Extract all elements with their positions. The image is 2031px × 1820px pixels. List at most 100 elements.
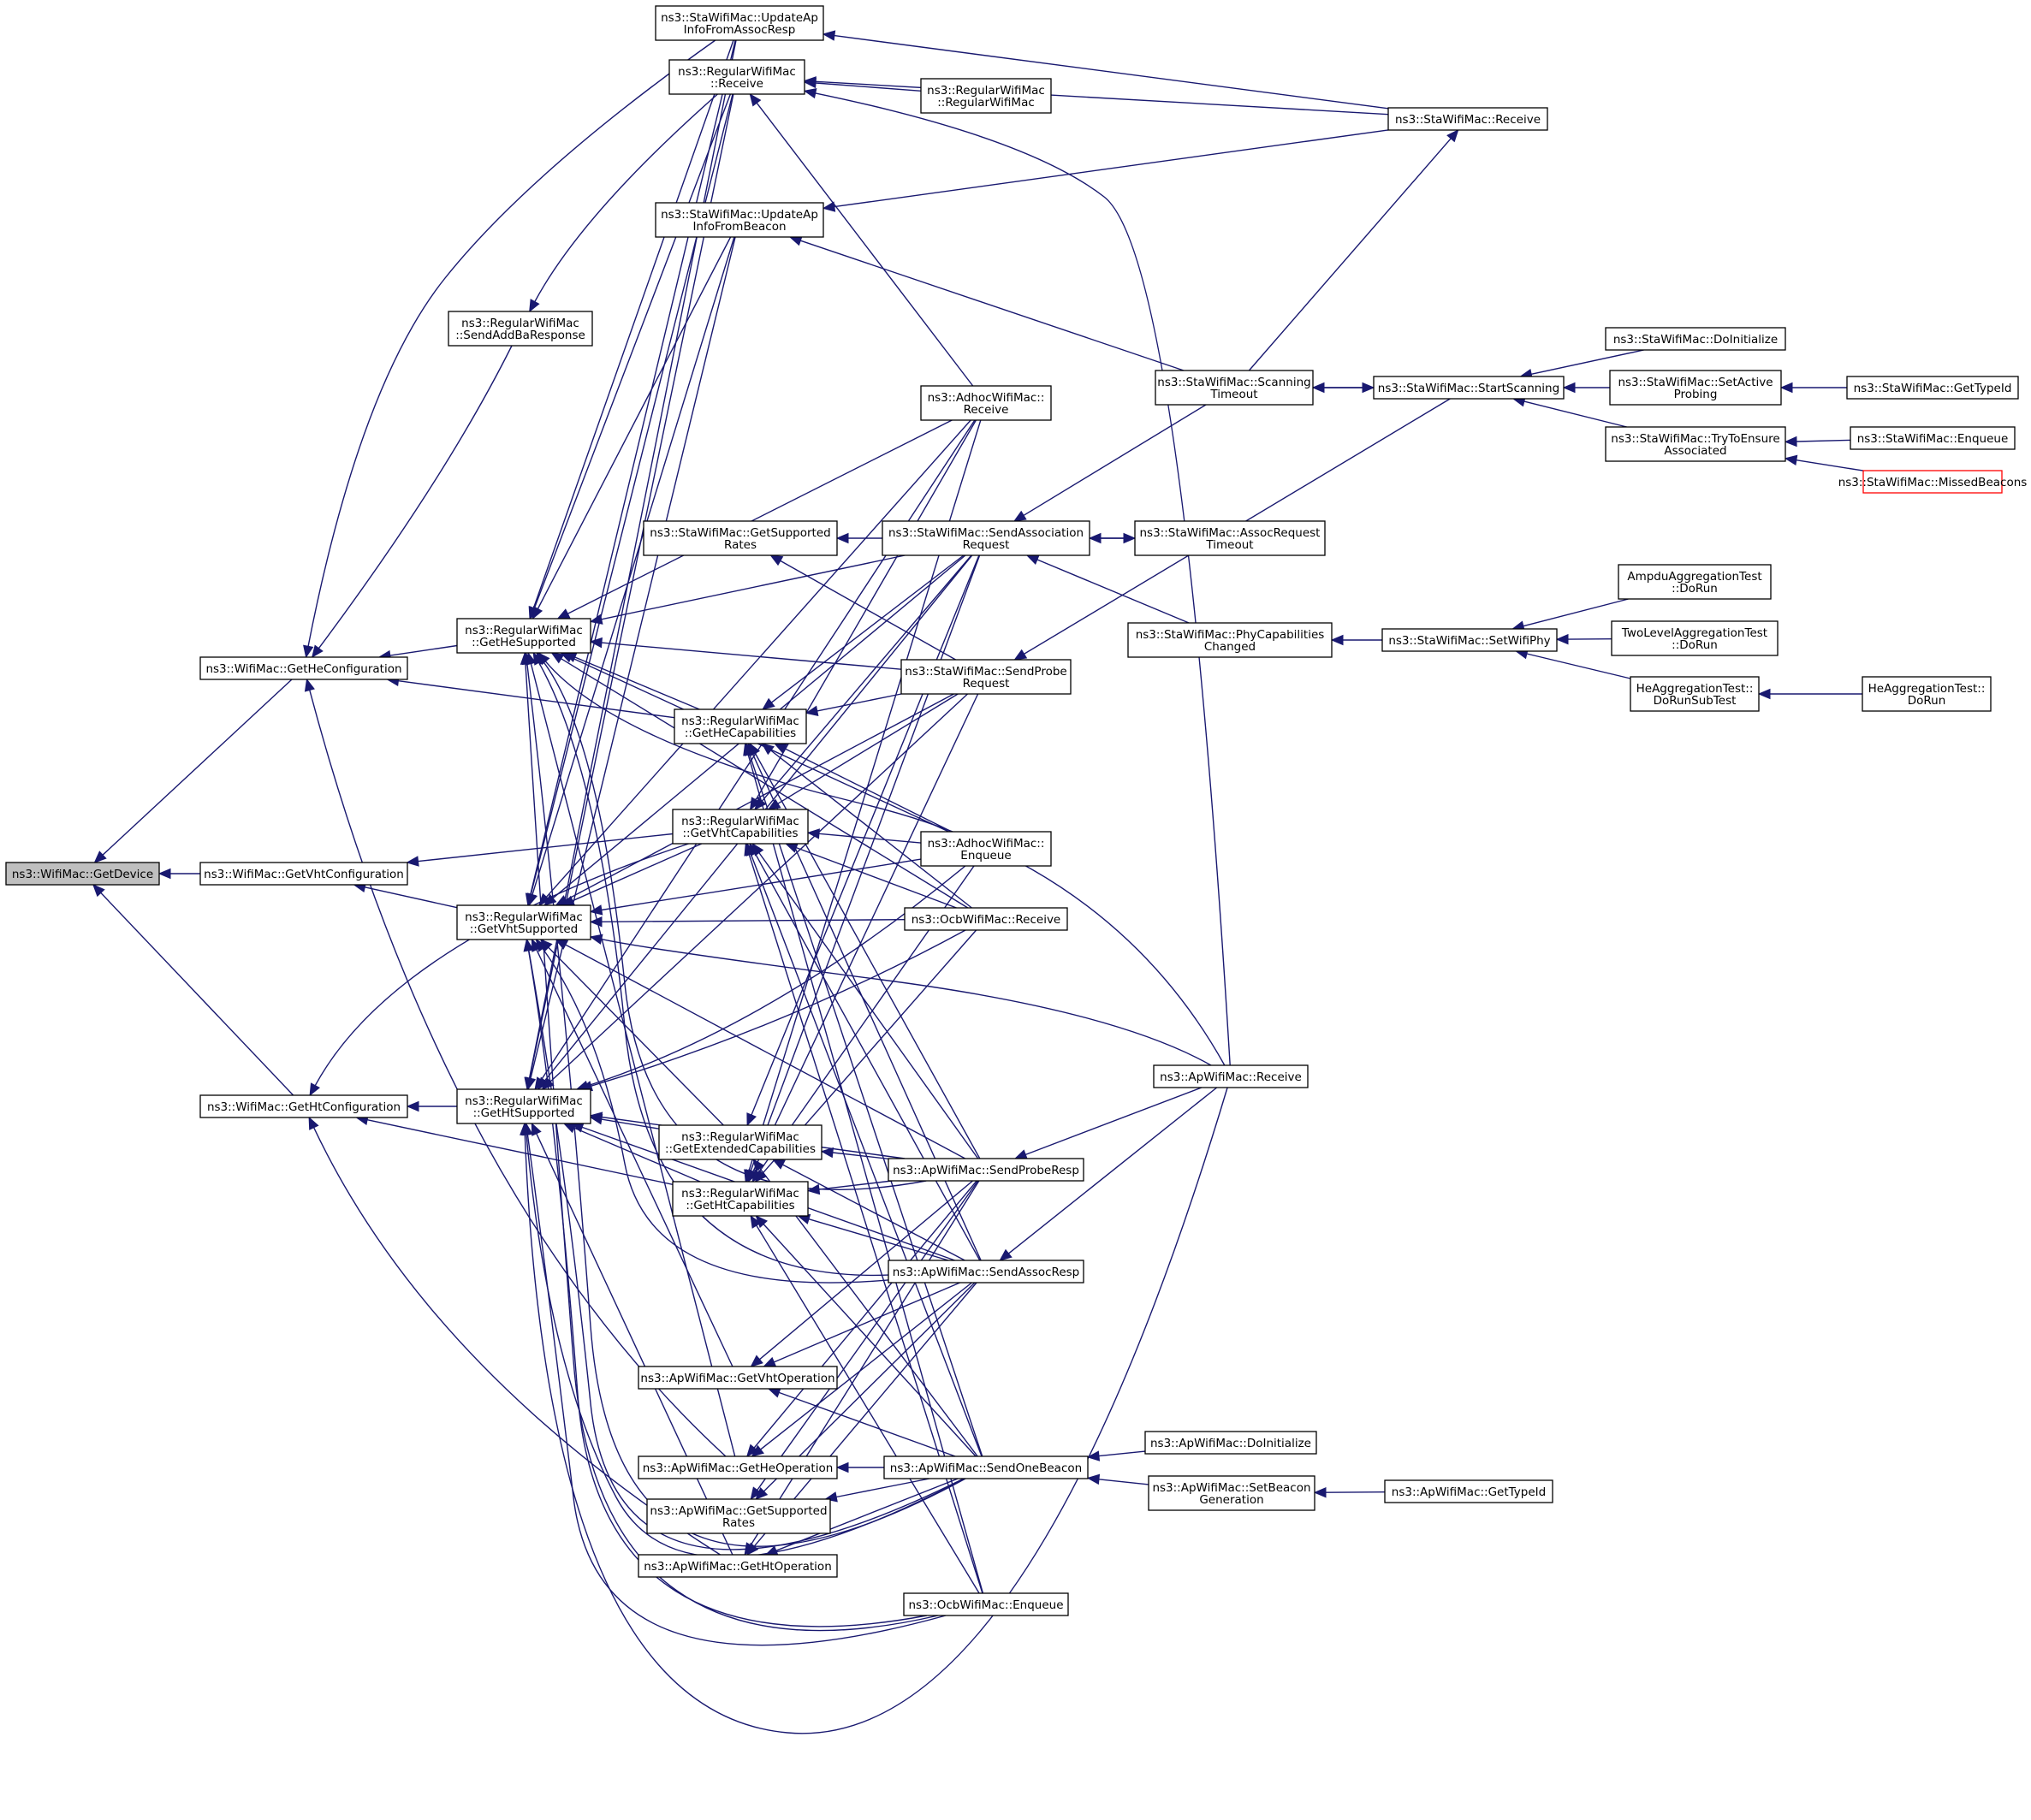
arrowhead [806,1183,821,1195]
call-edge-aprecv-to-gethtsupp [520,1087,1228,1734]
node-label: Request [963,538,1010,552]
call-edge-getvhtcap-to-getvhtsupp [561,843,703,906]
node-label: ns3::ApWifiMac::GetHtOperation [644,1560,832,1574]
node-box [672,809,809,845]
node-aphtop[interactable]: ns3::ApWifiMac::GetHtOperation [638,1554,838,1578]
node-startscan[interactable]: ns3::StaWifiMac::StartScanning [1373,376,1565,400]
node-updassoc[interactable]: ns3::StaWifiMac::UpdateApInfoFromAssocRe… [655,5,824,41]
node-apvhtop[interactable]: ns3::ApWifiMac::GetVhtOperation [638,1366,838,1390]
call-edge-ocbrecv-to-gethesupp [550,652,969,909]
node-box [883,1455,1089,1479]
node-staenq[interactable]: ns3::StaWifiMac::Enqueue [1850,426,2016,450]
arrowhead [755,1487,769,1500]
node-label: ns3::RegularWifiMac [681,714,799,728]
call-edge-aprecv-to-getvhtsupp [589,934,1212,1066]
node-apdoinit[interactable]: ns3::ApWifiMac::DoInitialize [1144,1431,1317,1455]
arrowhead [1757,688,1771,700]
node-gethesupp[interactable]: ns3::RegularWifiMac::GetHeSupported [456,618,591,654]
call-edge-sendassocreq-to-stagetrates [835,532,882,544]
call-edge-adhocrecv-to-gethesupp [556,419,953,620]
call-edge-scantimeout-to-starecv [1248,129,1459,371]
node-sendproberesp[interactable]: ns3::ApWifiMac::SendProbeResp [888,1158,1084,1182]
node-box [456,904,591,940]
node-getdevice[interactable]: ns3::WifiMac::GetDevice [5,862,160,886]
node-regrecv[interactable]: ns3::RegularWifiMac::Receive [668,59,805,95]
arrowhead [999,1248,1013,1261]
node-sendassocresp[interactable]: ns3::ApWifiMac::SendAssocResp [888,1260,1084,1283]
node-starecv[interactable]: ns3::StaWifiMac::Receive [1387,107,1548,131]
node-heaggrun[interactable]: HeAggregationTest::DoRun [1862,676,1992,712]
node-ocbrecv[interactable]: ns3::OcbWifiMac::Receive [904,907,1068,931]
node-box [638,1366,838,1390]
call-edge-updbeacon-to-gethtsupp [525,236,736,1091]
node-regctor[interactable]: ns3::RegularWifiMac::RegularWifiMac [920,78,1052,114]
node-missed[interactable]: ns3::StaWifiMac::MissedBeacons [1838,470,2028,494]
arrowhead [763,1356,777,1367]
node-sendaddba[interactable]: ns3::RegularWifiMac::SendAddBaResponse [448,311,593,347]
call-edge-aprecv-to-sendproberesp [1013,1087,1203,1160]
call-edge-getvhtcap-to-getvhtconf [406,833,674,867]
node-label: ns3::ApWifiMac::GetVhtOperation [640,1372,834,1385]
node-label: ns3::WifiMac::GetHtConfiguration [207,1100,401,1114]
node-apgettypeid[interactable]: ns3::ApWifiMac::GetTypeId [1384,1479,1553,1503]
node-apheop[interactable]: ns3::ApWifiMac::GetHeOperation [638,1455,838,1479]
call-edge-phycapchg-to-sendassocreq [1025,554,1190,624]
call-edge-ocbenq-to-getvhtsupp [523,938,928,1627]
node-getvhtcap[interactable]: ns3::RegularWifiMac::GetVhtCapabilities [672,809,809,845]
node-box [1618,564,1772,600]
node-gethtcap[interactable]: ns3::RegularWifiMac::GetHtCapabilities [672,1181,809,1217]
node-ampdu[interactable]: AmpduAggregationTest::DoRun [1618,564,1772,600]
arrowhead [769,554,784,566]
function-nodes: ns3::WifiMac::GetDevicens3::WifiMac::Get… [5,5,2028,1616]
node-ocbenq[interactable]: ns3::OcbWifiMac::Enqueue [903,1592,1069,1616]
node-gethtsupp[interactable]: ns3::RegularWifiMac::GetHtSupported [456,1088,591,1124]
node-box [643,520,838,556]
arrowhead [555,939,569,950]
arrowhead [526,651,537,666]
node-getheconf[interactable]: ns3::WifiMac::GetHeConfiguration [199,656,408,680]
node-adhocrecv[interactable]: ns3::AdhocWifiMac::Receive [920,385,1052,421]
arrowhead [589,934,603,945]
node-aprecv[interactable]: ns3::ApWifiMac::Receive [1153,1064,1309,1088]
node-label: ns3::StaWifiMac::TryToEnsure [1611,432,1779,446]
arrowhead [773,743,787,754]
node-label: ::DoRun [1672,582,1718,596]
node-label: ns3::ApWifiMac::GetSupported [650,1504,827,1518]
node-stagettypeid[interactable]: ns3::StaWifiMac::GetTypeId [1846,376,2019,400]
arrowhead [556,608,571,620]
node-label: ns3::StaWifiMac::Scanning [1157,376,1310,389]
node-stadoinit[interactable]: ns3::StaWifiMac::DoInitialize [1605,327,1786,351]
node-getextcap[interactable]: ns3::RegularWifiMac::GetExtendedCapabili… [658,1124,822,1160]
arrowhead [749,92,762,107]
arrowhead [311,644,324,659]
node-heaggsub[interactable]: HeAggregationTest::DoRunSubTest [1630,676,1760,712]
arrowhead [752,1158,765,1172]
node-label: ns3::ApWifiMac::SendAssocResp [893,1266,1080,1279]
call-edge-stagettypeid-to-setactive [1779,382,1847,394]
arrowhead [750,1486,763,1501]
node-gethtconf[interactable]: ns3::WifiMac::GetHtConfiguration [199,1094,408,1118]
node-getvhtconf[interactable]: ns3::WifiMac::GetVhtConfiguration [199,862,408,886]
node-gethecap[interactable]: ns3::RegularWifiMac::GetHeCapabilities [674,708,807,744]
node-setwifiphy[interactable]: ns3::StaWifiMac::SetWifiPhy [1381,628,1558,652]
node-sendonebeacon[interactable]: ns3::ApWifiMac::SendOneBeacon [883,1455,1089,1479]
node-box [638,1554,838,1578]
arrowhead [1330,634,1344,646]
node-adhocenq[interactable]: ns3::AdhocWifiMac::Enqueue [920,831,1052,867]
arrowhead [820,1147,834,1159]
call-edge-adhocenq-to-getvhtsupp [589,858,922,916]
node-getvhtsupp[interactable]: ns3::RegularWifiMac::GetVhtSupported [456,904,591,940]
arrowhead [1013,510,1027,522]
node-twolevel[interactable]: TwoLevelAggregationTest::DoRun [1611,620,1779,656]
